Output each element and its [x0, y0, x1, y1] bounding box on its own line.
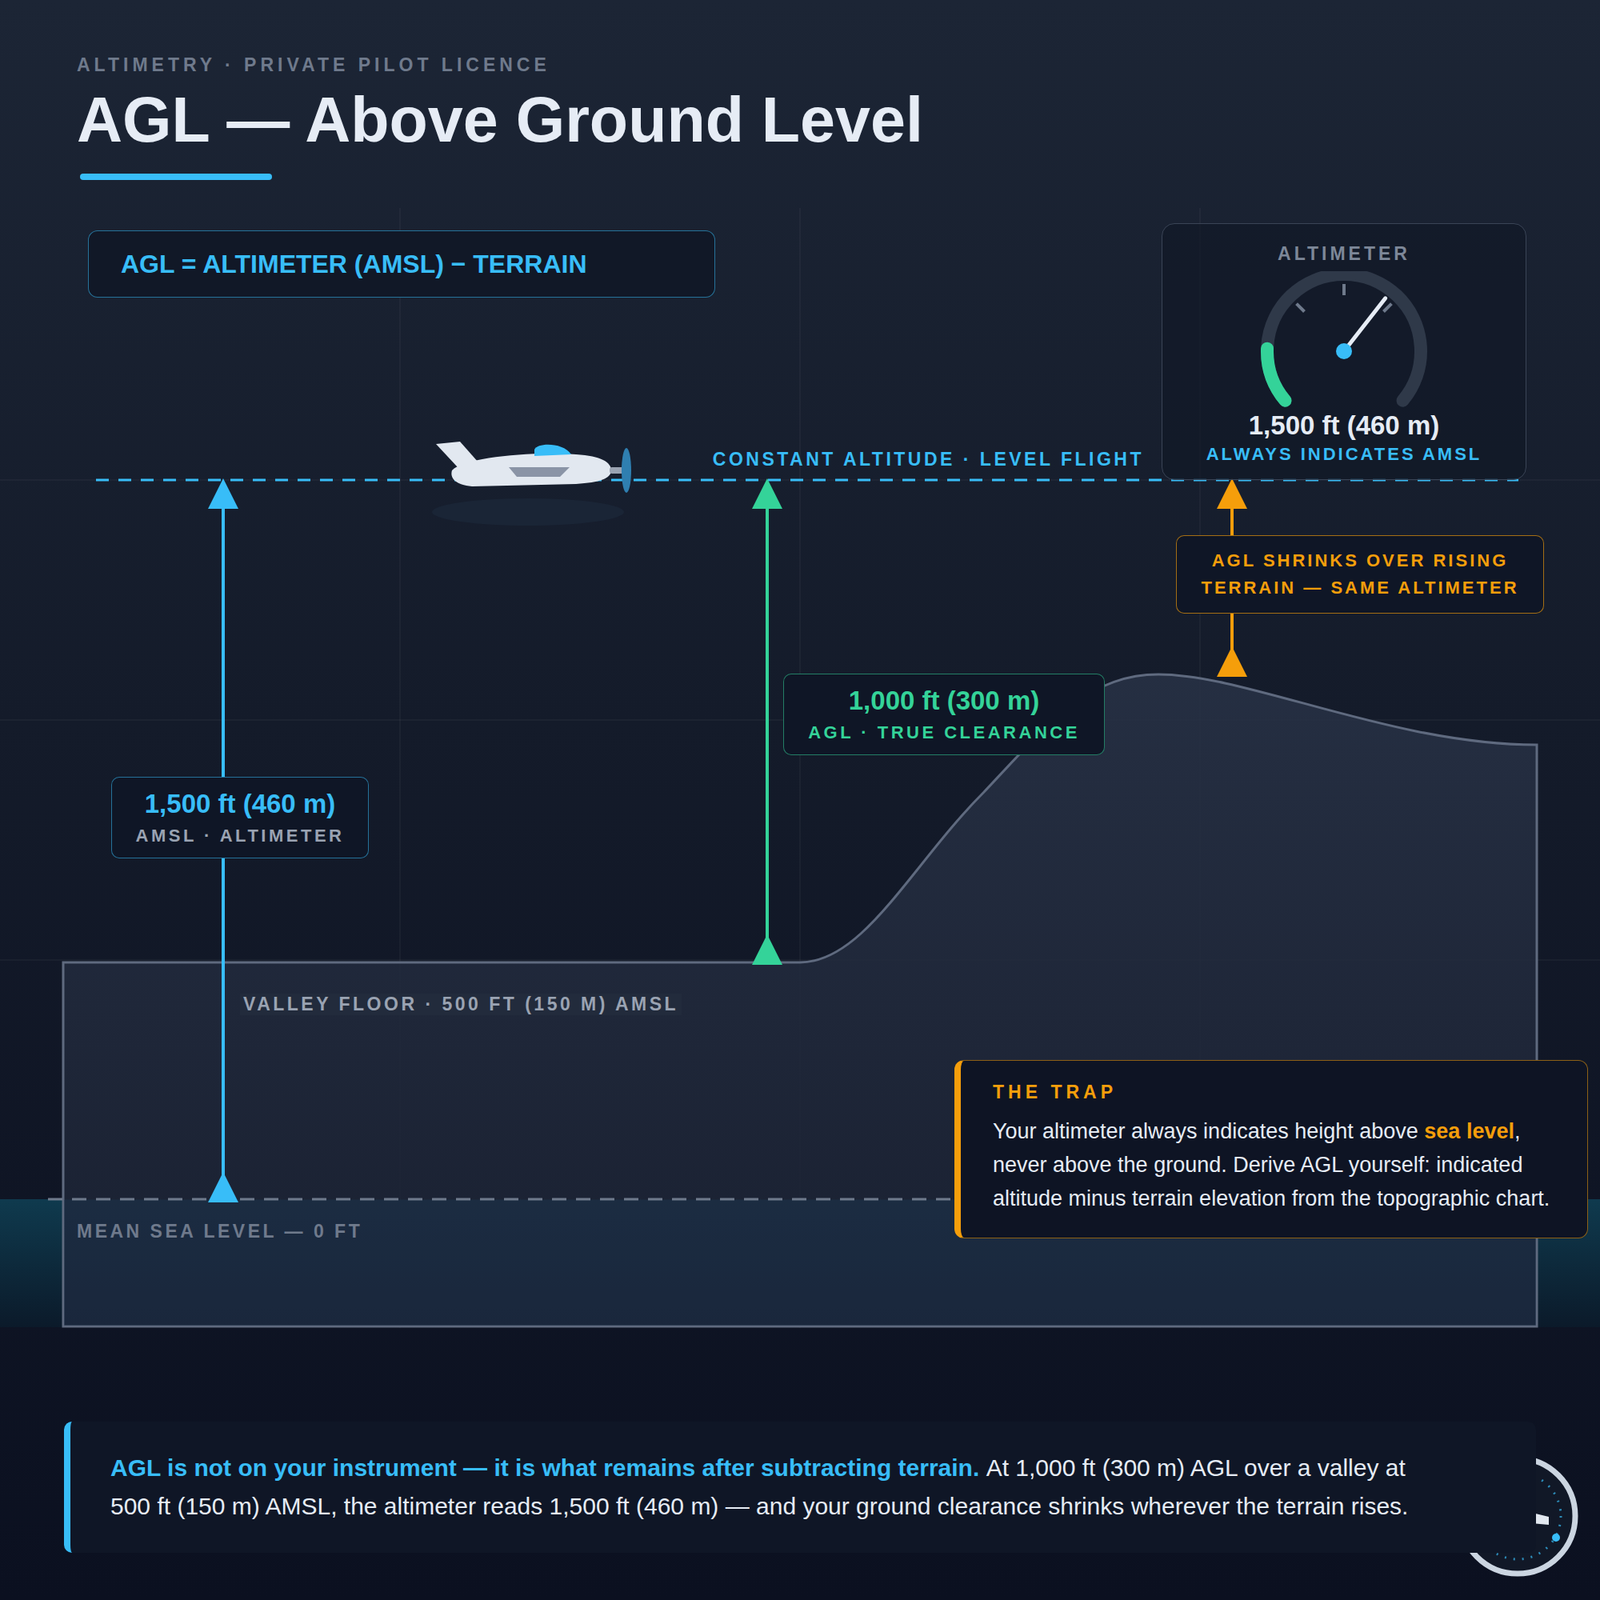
title-underline [80, 173, 272, 180]
formula-box: AGL = ALTIMETER (AMSL) − TERRAIN [88, 230, 716, 298]
heading-text: 1,000 ft (300 m) [808, 685, 1080, 716]
kicker: ALTIMETRY · PRIVATE PILOT LICENCE [76, 54, 551, 76]
highlight: sea level [1424, 1119, 1515, 1144]
grid [0, 208, 1600, 1328]
altitude-label: CONSTANT ALTITUDE · LEVEL FLIGHT [712, 448, 1144, 471]
heading-text: AGL is not on your instrument — it is wh… [110, 1454, 980, 1481]
warning-box: AGL SHRINKS OVER RISING TERRAIN — SAME A… [1176, 535, 1544, 614]
altimeter-gauge [1248, 271, 1440, 408]
heading-text: AGL SHRINKS OVER RISING TERRAIN — SAME A… [1194, 547, 1526, 602]
agl-box: 1,000 ft (300 m) AGL · TRUE CLEARANCE [783, 673, 1105, 756]
terrain-label: VALLEY FLOOR · 500 FT (150 M) AMSL [240, 993, 682, 1016]
body-text: Your altimeter always indicates height a… [992, 1114, 1559, 1216]
body-text: AGL · TRUE CLEARANCE [808, 722, 1080, 744]
sea-level-label: MEAN SEA LEVEL — 0 FT [76, 1220, 363, 1243]
agl-arrow [752, 478, 783, 965]
heading-text: AGL = ALTIMETER (AMSL) − TERRAIN [120, 249, 588, 280]
page-title: AGL — Above Ground Level [76, 83, 924, 157]
altimeter-panel: ALTIMETER 1,500 ft (460 m) ALWAYS INDICATE… [1161, 223, 1527, 480]
body-text: AMSL · ALTIMETER [136, 825, 345, 847]
heading-text: 1,500 ft (460 m) [136, 788, 345, 820]
summary-bar: AGL is not on your instrument — it is wh… [64, 1421, 1536, 1553]
heading-text: ALTIMETER [1170, 243, 1518, 265]
body-text: 1,500 ft (460 m) [1170, 410, 1518, 441]
amsl-box: 1,500 ft (460 m) AMSL · ALTIMETER [111, 776, 370, 859]
trap-callout: THE TRAP Your altimeter always indicates … [954, 1060, 1588, 1239]
body-text: ALWAYS INDICATES AMSL [1170, 444, 1518, 465]
heading-text: THE TRAP [992, 1081, 1559, 1104]
aircraft [432, 441, 632, 526]
